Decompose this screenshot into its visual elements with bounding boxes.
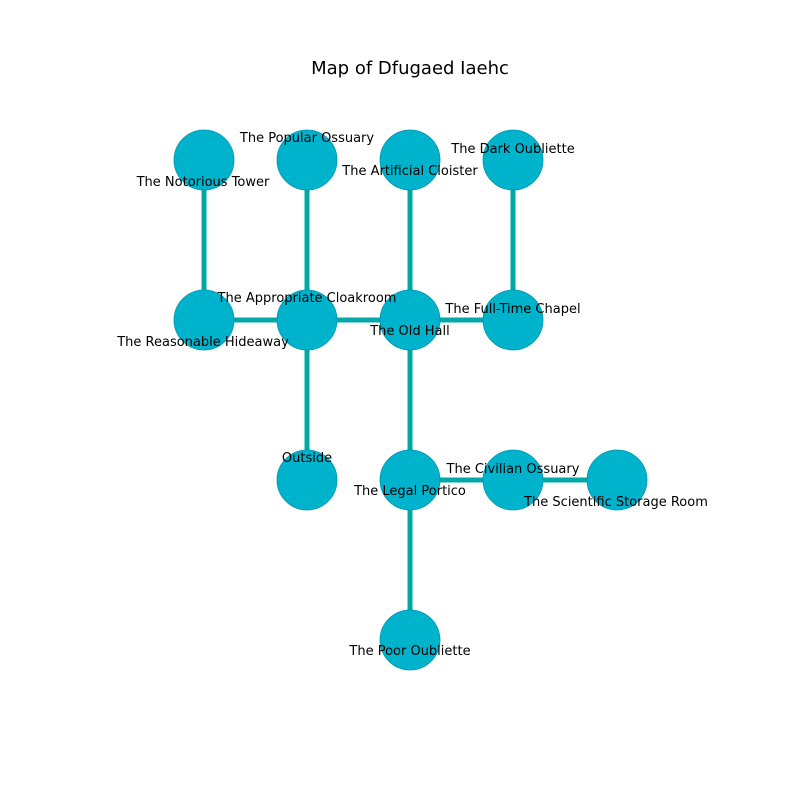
node-label-full-time-chapel: The Full-Time Chapel	[444, 302, 580, 317]
map-title: Map of Dfugaed Iaehc	[311, 58, 509, 79]
node-full-time-chapel	[482, 289, 544, 351]
node-label-appropriate-cloakroom: The Appropriate Cloakroom	[217, 291, 397, 306]
edges-layer	[201, 160, 617, 640]
node-poor-oubliette	[379, 609, 441, 671]
node-label-notorious-tower: The Notorious Tower	[136, 175, 270, 190]
node-label-poor-oubliette: The Poor Oubliette	[348, 644, 470, 659]
node-notorious-tower	[173, 129, 235, 191]
node-label-outside: Outside	[282, 451, 332, 466]
node-label-legal-portico: The Legal Portico	[353, 484, 466, 499]
node-artificial-cloister	[379, 129, 441, 191]
node-outside	[276, 449, 338, 511]
node-dark-oubliette	[482, 129, 544, 191]
node-reasonable-hideaway	[173, 289, 235, 351]
node-label-popular-ossuary: The Popular Ossuary	[239, 131, 375, 146]
node-label-scientific-storage-room: The Scientific Storage Room	[523, 495, 708, 510]
node-label-old-hall: The Old Hall	[369, 324, 450, 339]
labels-layer: The Notorious Tower The Popular OssuaryTh…	[116, 131, 708, 659]
node-label-dark-oubliette: The Dark Oubliette	[450, 142, 574, 157]
nodes-layer	[173, 129, 648, 671]
node-legal-portico	[379, 449, 441, 511]
node-old-hall	[379, 289, 441, 351]
node-popular-ossuary	[276, 129, 338, 191]
node-label-artificial-cloister: The Artificial Cloister	[341, 164, 478, 179]
node-label-reasonable-hideaway: The Reasonable Hideaway	[116, 335, 289, 350]
node-civilian-ossuary	[482, 449, 544, 511]
node-scientific-storage-room	[586, 449, 648, 511]
node-label-civilian-ossuary: The Civilian Ossuary	[446, 462, 580, 477]
node-appropriate-cloakroom	[276, 289, 338, 351]
